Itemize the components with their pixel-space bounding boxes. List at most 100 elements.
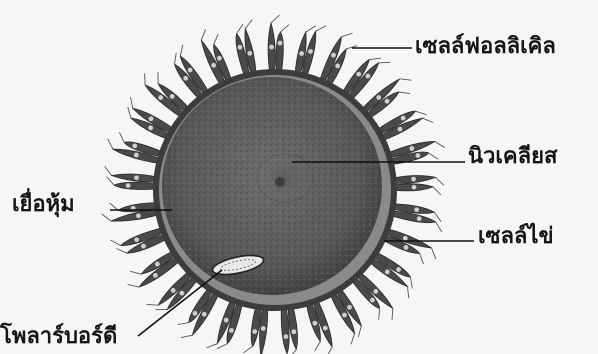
follicle-cell-nucleus — [134, 153, 139, 158]
follicle-cell-nucleus — [370, 298, 375, 303]
follicle-cell-process — [130, 271, 141, 274]
follicle-cell-process — [243, 346, 252, 353]
follicle-cell-nucleus — [238, 45, 243, 50]
follicle-cell-nucleus — [308, 49, 313, 54]
follicle-cell-process — [415, 111, 426, 115]
follicle-cell-process — [280, 25, 289, 33]
follicle-cell-process — [289, 350, 296, 354]
follicle-cell-nucleus — [356, 72, 361, 77]
follicle-cell — [288, 307, 297, 350]
follicle-cell-nucleus — [323, 326, 328, 331]
follicle-cell-nucleus — [401, 116, 406, 121]
follicle-cell-process — [436, 177, 444, 185]
follicle-cell — [281, 307, 289, 353]
nucleolus — [275, 177, 285, 187]
follicle-cell-nucleus — [141, 244, 146, 249]
follicle-cell-process — [429, 153, 439, 159]
follicle-cell-process — [392, 308, 393, 320]
follicle-cell-nucleus — [283, 334, 288, 339]
follicle-cell-process — [358, 326, 361, 337]
follicle-cell-process — [399, 92, 410, 94]
follicle-cell-process — [207, 344, 218, 348]
follicle-cell-nucleus — [385, 99, 390, 104]
follicle-cell-process — [128, 107, 131, 118]
follicle-cell-process — [217, 344, 227, 349]
follicle-cell-process — [436, 222, 442, 232]
follicle-cell-nucleus — [149, 116, 154, 121]
follicle-cell-nucleus — [261, 326, 266, 331]
follicle-cell-process — [147, 304, 159, 305]
follicle-cell — [276, 32, 283, 72]
follicle-cell-nucleus — [193, 311, 198, 316]
follicle-cell-process — [369, 58, 380, 59]
follicle-cell-process — [214, 34, 219, 44]
follicle-cell-label: เซลล์ฟอลลิเคิล — [415, 36, 556, 58]
follicle-cell-nucleus — [158, 95, 163, 100]
follicle-cell-process — [422, 118, 433, 122]
follicle-cell-process — [316, 26, 326, 31]
follicle-cell-nucleus — [126, 183, 131, 188]
follicle-cell-nucleus — [403, 236, 408, 241]
follicle-cell-process — [315, 341, 321, 351]
follicle-cell-process — [410, 277, 412, 288]
follicle-cell-process — [434, 212, 441, 221]
follicle-cell-process — [174, 53, 176, 64]
follicle-cell-nucleus — [148, 125, 153, 130]
follicle-cell-process — [110, 240, 120, 245]
follicle-cell-nucleus — [376, 95, 381, 100]
follicle-cell-process — [180, 45, 183, 56]
follicle-cell-nucleus — [269, 45, 274, 50]
polar-body-label: โพลาร์บอร์ดี — [0, 326, 117, 348]
follicle-cell-process — [128, 284, 139, 287]
follicle-cell-nucleus — [385, 269, 390, 274]
follicle-cell-nucleus — [291, 329, 296, 334]
follicle-cell-process — [108, 139, 113, 149]
follicle-cell-nucleus — [412, 185, 417, 190]
follicle-cell-nucleus — [229, 328, 234, 333]
follicle-cell-process — [107, 176, 115, 185]
follicle-cell-process — [432, 248, 436, 259]
follicle-cell-nucleus — [396, 267, 401, 272]
follicle-cell-nucleus — [373, 289, 378, 294]
follicle-cell-nucleus — [202, 312, 207, 317]
follicle-cell-process — [116, 248, 126, 253]
follicle-cell-nucleus — [188, 68, 193, 73]
follicle-cell-nucleus — [278, 41, 283, 46]
follicle-cell-nucleus — [312, 321, 317, 326]
follicle-cell-nucleus — [404, 245, 409, 250]
follicle-cell-process — [433, 187, 441, 195]
follicle-cell-nucleus — [224, 318, 229, 323]
follicle-cell-nucleus — [398, 127, 403, 132]
follicle-cell-process — [379, 308, 380, 319]
follicle-cell-process — [145, 73, 146, 85]
follicle-cell-nucleus — [409, 146, 414, 151]
follicle-cell-nucleus — [134, 175, 139, 180]
follicle-cell-process — [130, 97, 132, 108]
egg-cell-label: เซลล์ไข่ — [478, 226, 554, 248]
follicle-cell-process — [105, 166, 112, 175]
follicle-cell-nucleus — [134, 237, 139, 242]
follicle-cell-nucleus — [171, 288, 176, 293]
follicle-cell-process — [102, 214, 111, 221]
follicle-cell-nucleus — [342, 313, 347, 318]
follicle-cell-nucleus — [416, 153, 421, 158]
follicle-cell-nucleus — [155, 262, 160, 267]
follicle-cell-nucleus — [183, 76, 188, 81]
follicle-cell-process — [327, 347, 333, 354]
follicle-cell-process — [435, 141, 445, 147]
follicle-cell-process — [110, 203, 119, 210]
follicle-cell-process — [379, 62, 391, 63]
follicle-cell-nucleus — [252, 329, 257, 334]
follicle-cell-process — [237, 24, 243, 34]
follicle-cell-nucleus — [414, 207, 419, 212]
follicle-cell-nucleus — [417, 216, 422, 221]
follicle-cell-nucleus — [335, 64, 340, 69]
follicle-cell — [114, 182, 157, 189]
follicle-cell-process — [271, 15, 280, 23]
follicle-cell-nucleus — [217, 56, 222, 61]
follicle-cell-process — [420, 253, 424, 264]
follicle-cell-process — [306, 26, 316, 32]
follicle-cell-nucleus — [179, 291, 184, 296]
nucleus-label: นิวเคลียส — [468, 146, 557, 168]
